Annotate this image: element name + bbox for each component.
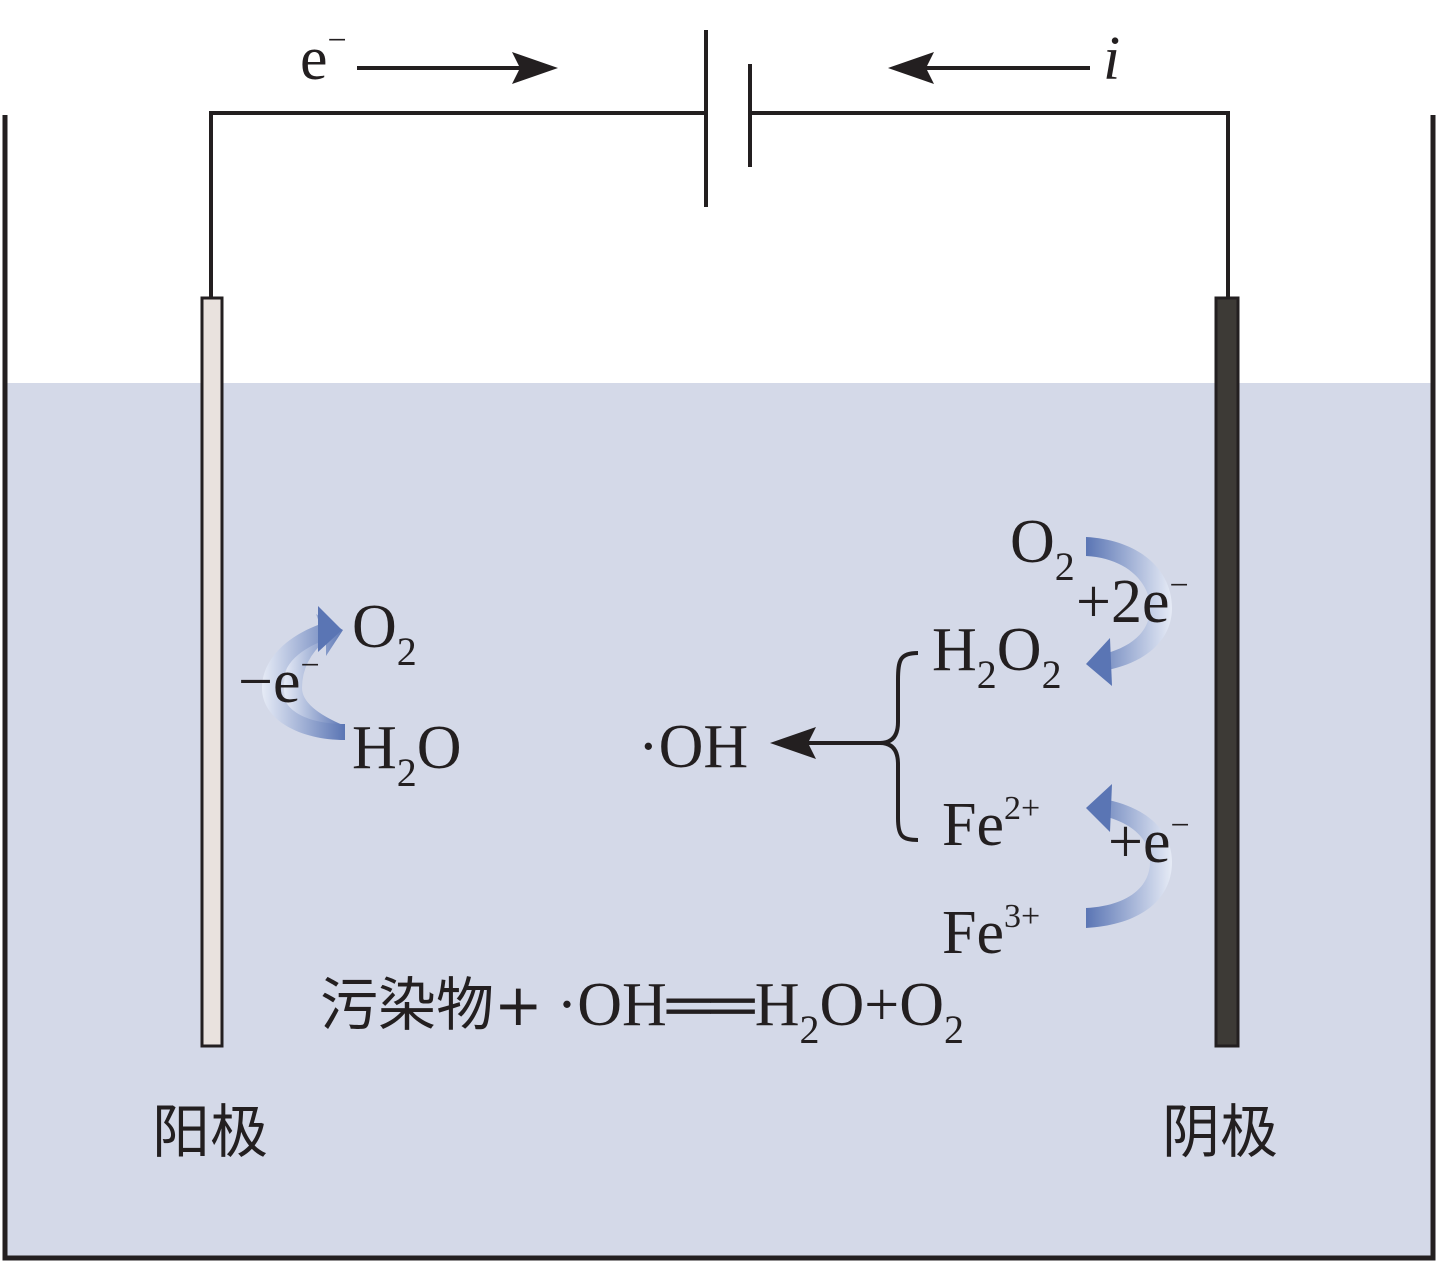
electrolyte-solution [5,383,1433,1257]
electron-flow-arrow [357,52,558,84]
anode-arrow-head [318,606,342,652]
radical-arrow-head [770,727,816,759]
cathode-ferric-reduction-arrow [1086,800,1172,928]
current-label: i [1103,25,1120,93]
wire-left [209,111,706,298]
cathode-electrode [1214,296,1240,1048]
anode-reactant-h2o: H2O [352,714,462,795]
cathode-peroxide: H2O2 [932,616,1062,697]
cathode-ferrous: Fe2+ [942,790,1040,859]
cathode-oxygen-arrow-head [1086,638,1112,686]
wire-right [750,111,1230,298]
anode-label: 阳极 [152,1098,268,1166]
cathode-label: 阴极 [1162,1098,1278,1166]
anode-arrow-band [262,622,345,740]
cathode-ferric-arrow-head [1086,784,1112,832]
cathode-ferric: Fe3+ [942,898,1040,967]
hydroxyl-radical: ·OH [638,713,748,781]
degradation-equation: 污染物+·OH══H2O+O2 [320,971,964,1052]
anode-electron-loss: −e− [238,647,320,716]
anode-product-o2: O2 [352,593,417,674]
current-flow-arrow [888,52,1090,84]
cathode-ferric-gain: +e− [1108,807,1190,876]
container [2,115,1436,1261]
cathode-oxygen-gain: +2e− [1076,567,1189,636]
anode-electrode [200,296,224,1048]
cathode-oxygen-reduction-arrow [1086,537,1172,670]
cathode-oxygen: O2 [1010,508,1075,589]
electron-label: e− [300,22,347,93]
